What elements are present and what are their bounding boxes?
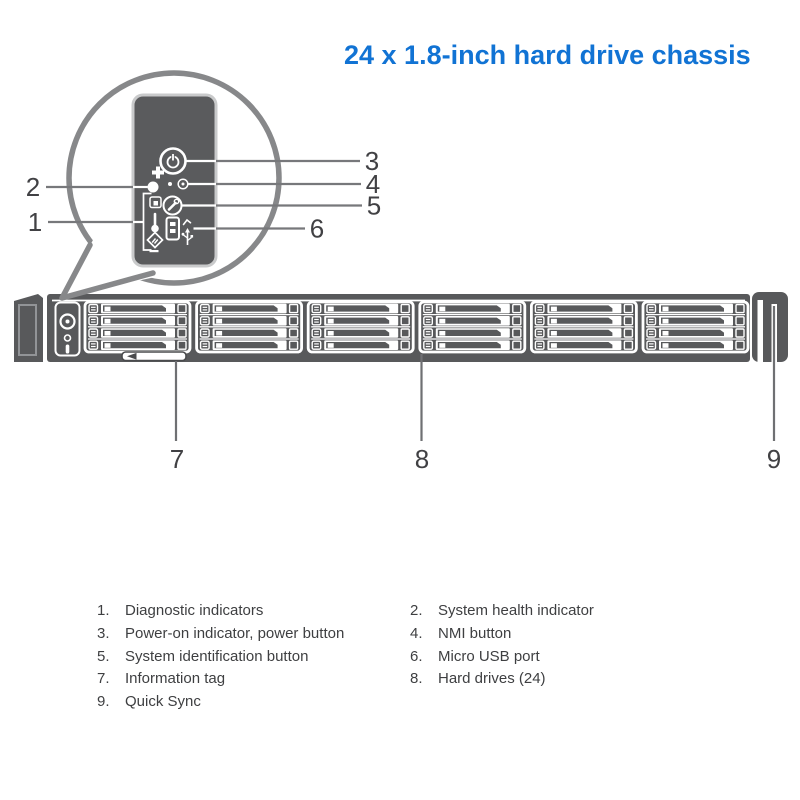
- power-button-dot: [65, 319, 70, 324]
- callout-numbers: 1 2 3 4 5 6 7 8 9: [26, 146, 781, 474]
- power-button-icon: [59, 313, 76, 330]
- legend-item-number: 8.: [410, 670, 423, 688]
- legend-item: 5. System identification button: [97, 647, 397, 665]
- callout-number-5: 5: [367, 191, 381, 221]
- electrical-hazard-icon: [146, 231, 164, 253]
- legend-item-number: 3.: [97, 624, 110, 642]
- usb-port-icon: [165, 216, 180, 241]
- system-health-icon: [147, 166, 164, 193]
- legend-item-number: 9.: [97, 693, 110, 711]
- drive-bay-group-3: [308, 302, 413, 352]
- left-ear-inset: [18, 304, 37, 356]
- legend-item-number: 1.: [97, 602, 110, 619]
- legend-right-column: 2. System health indicator 4. NMI button…: [410, 603, 710, 694]
- callout-number-8: 8: [415, 444, 429, 474]
- information-tag-arrow: [127, 352, 137, 360]
- legend-item-label: Hard drives (24): [438, 670, 546, 688]
- thermometer-icon: [151, 212, 159, 233]
- callout-number-9: 9: [767, 444, 781, 474]
- callout-number-1: 1: [28, 207, 42, 237]
- usb-symbol-icon: [181, 218, 194, 245]
- legend-item: 7. Information tag: [97, 671, 397, 687]
- health-led-icon: [63, 334, 72, 342]
- front-panel-magnified: [131, 93, 218, 268]
- legend-item-label: Quick Sync: [125, 693, 201, 711]
- nmi-pinhole-icon: [168, 178, 189, 190]
- legend-item: 8. Hard drives (24): [410, 671, 710, 687]
- quick-sync-icon: [757, 300, 763, 362]
- legend-item-label: Diagnostic indicators: [125, 602, 264, 619]
- usb-slot-icon: [65, 344, 70, 354]
- legend-left-column: 1. Diagnostic indicators 3. Power-on ind…: [97, 603, 397, 717]
- right-ear-body: [752, 292, 788, 362]
- legend-item-label: Information tag: [125, 670, 226, 688]
- callout-number-3: 3: [365, 146, 379, 176]
- legend-item-label: Micro USB port: [438, 647, 540, 665]
- left-ear: [14, 294, 43, 362]
- right-ear-quick-sync: [752, 292, 788, 362]
- legend-item-number: 6.: [410, 647, 423, 665]
- legend-item: 3. Power-on indicator, power button: [97, 624, 397, 642]
- callout-number-6: 6: [310, 214, 324, 244]
- drive-bay-group-2: [197, 302, 302, 352]
- server-chassis: [14, 292, 788, 362]
- callout-lines: [46, 159, 776, 441]
- bubble-tail-outline: [59, 242, 156, 301]
- legend-item-number: 7.: [97, 670, 110, 688]
- control-panel-frame: [54, 301, 81, 357]
- health-led-dot: [147, 181, 159, 193]
- callout-number-4: 4: [366, 169, 380, 199]
- information-tag-body: [121, 351, 187, 362]
- legend-item: 2. System health indicator: [410, 603, 710, 619]
- callout-number-2: 2: [26, 172, 40, 202]
- drive-bay-group-4: [420, 302, 525, 352]
- legend-item: 4. NMI button: [410, 624, 710, 642]
- control-panel: [54, 301, 81, 357]
- screen-indicator-icon: [149, 196, 162, 209]
- legend-item-number: 2.: [410, 602, 423, 619]
- drive-bay-group-6: [643, 302, 748, 352]
- legend-item-label: System identification button: [125, 647, 309, 665]
- drive-bay-group-5: [531, 302, 636, 352]
- legend-item: 9. Quick Sync: [97, 694, 397, 710]
- chassis-diagram: 1 2 3 4 5 6 7 8 9: [14, 70, 788, 474]
- legend-item: 1. Diagnostic indicators: [97, 603, 397, 619]
- information-tag: [121, 351, 187, 362]
- legend-item: 6. Micro USB port: [410, 647, 710, 665]
- legend-item-label: Power-on indicator, power button: [125, 624, 345, 642]
- page-title: 24 x 1.8-inch hard drive chassis: [344, 40, 751, 70]
- legend-item-number: 4.: [410, 624, 423, 642]
- system-id-icon: [162, 195, 183, 216]
- callout-number-7: 7: [170, 444, 184, 474]
- legend-item-number: 5.: [97, 647, 110, 665]
- legend-item-label: NMI button: [438, 624, 512, 642]
- drive-bay-group-1: [85, 302, 190, 352]
- legend-item-label: System health indicator: [438, 602, 594, 619]
